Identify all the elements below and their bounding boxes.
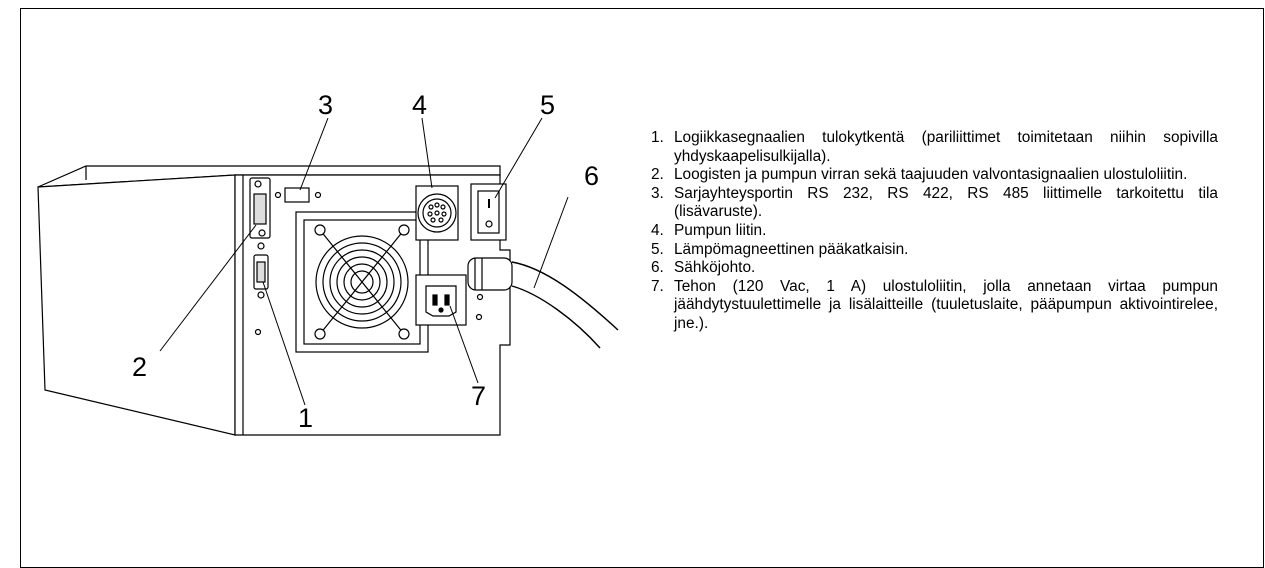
logic-connector-upper — [249, 177, 271, 239]
legend-item: 1. Logiikkasegnaalien tulokytkentä (paril… — [651, 129, 1218, 166]
callout-4: 4 — [412, 90, 428, 120]
legend-text: Lämpömagneettinen pääkatkaisin. — [674, 240, 909, 258]
callout-5: 5 — [540, 90, 556, 120]
device-illustration — [37, 117, 619, 436]
legend-number: 5. — [651, 240, 664, 258]
serial-port-slot — [274, 187, 322, 203]
legend-text: Sähköjohto. — [674, 259, 756, 277]
legend-item: 4. Pumpun liitin. — [651, 222, 1218, 241]
legend-text: Tehon (120 Vac, 1 A) ulostuloliitin, jol… — [674, 277, 1218, 332]
pump-connector — [415, 185, 459, 241]
legend-text: Logiikkasegnaalien tulokytkentä (parilii… — [674, 129, 1218, 165]
legend-number: 4. — [651, 221, 664, 239]
legend-number: 7. — [651, 277, 664, 295]
legend-text: Sarjayhteysportin RS 232, RS 422, RS 485… — [674, 184, 1218, 221]
callout-2: 2 — [132, 352, 148, 382]
callout-6: 6 — [584, 161, 600, 191]
power-outlet — [415, 274, 467, 326]
logic-connector-lower — [253, 242, 269, 299]
legend-item: 5. Lämpömagneettinen pääkatkaisin. — [651, 241, 1218, 260]
power-cord — [467, 257, 619, 349]
legend-item: 2. Loogisten ja pumpun virran sekä taajuu… — [651, 166, 1218, 185]
callout-7: 7 — [471, 381, 487, 411]
legend-item: 3. Sarjayhteysportin RS 232, RS 422, RS 4… — [651, 185, 1218, 222]
legend-number: 6. — [651, 259, 664, 277]
legend-text: Loogisten ja pumpun virran sekä taajuude… — [674, 166, 1188, 184]
legend-number: 2. — [651, 166, 664, 184]
callout-3: 3 — [318, 90, 334, 120]
legend-text: Pumpun liitin. — [674, 221, 767, 239]
legend-item: 7. Tehon (120 Vac, 1 A) ulostuloliitin, j… — [651, 278, 1218, 334]
legend-number: 1. — [651, 129, 664, 146]
callout-1: 1 — [298, 403, 314, 433]
leader-lines — [159, 117, 569, 406]
main-switch — [470, 183, 507, 241]
legend-item: 6. Sähköjohto. — [651, 259, 1218, 278]
device-figure: 3 4 5 6 2 7 1 — [0, 0, 640, 549]
legend-list: 1. Logiikkasegnaalien tulokytkentä (paril… — [651, 129, 1218, 334]
legend-number: 3. — [651, 184, 664, 202]
fan — [295, 211, 429, 353]
cabinet-side — [37, 174, 236, 436]
